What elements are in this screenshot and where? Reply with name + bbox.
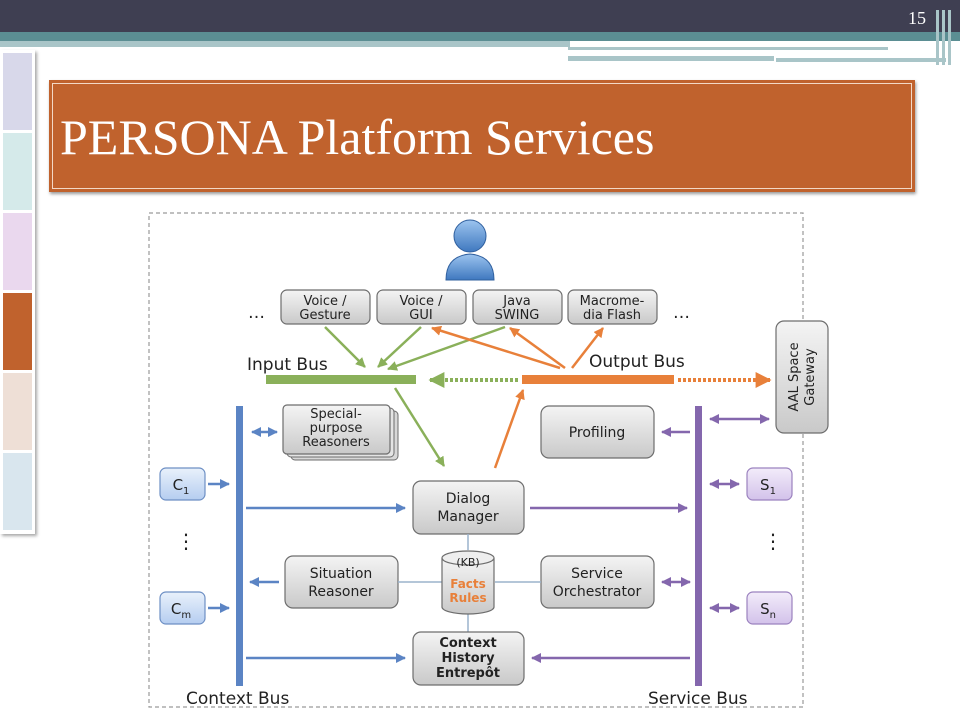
ellipsis-right: … [673,303,690,323]
context-history-entrepot: Context History Entrepôt [412,631,525,686]
reasoners-line2: purpose [310,421,363,436]
service-provider-sn: Sn [746,591,793,625]
accent-line [776,58,946,62]
ellipsis-left: … [248,303,265,323]
service-orchestrator-line2: Orchestrator [553,584,642,600]
title-frame [52,83,912,189]
service-bus [695,406,702,686]
input-bus [266,375,416,384]
vdots-service: ⋮ [763,529,783,553]
user-icon [445,219,495,281]
page-title: PERSONA Platform Services [60,109,655,165]
output-bus [522,375,674,384]
input-bus-label: Input Bus [247,355,328,375]
c1-base: C [173,476,183,494]
situation-reasoner: Situation Reasoner [284,555,399,609]
io-macromedia-flash-line2: dia Flash [583,308,641,323]
svg-text:Sn: Sn [760,600,776,621]
arrow-input-to-dialog [393,387,446,467]
arrow-dialog-to-output [493,389,525,469]
reasoners-line1: Special- [310,407,362,422]
service-orchestrator: Service Orchestrator [540,555,655,609]
service-bus-label: Service Bus [648,689,748,709]
aal-space-gateway: AAL Space Gateway [775,320,829,434]
context-bus-label: Context Bus [186,689,289,709]
io-voice-gesture-line2: Gesture [299,308,350,323]
kb-rules: Rules [449,591,486,605]
io-java-swing-line1: Java [502,294,530,309]
arrow-gui-to-input [377,326,422,368]
swatch [3,373,32,450]
output-bus-label: Output Bus [589,352,685,372]
gateway-line1: AAL Space [787,342,802,411]
io-macromedia-flash: Macrome- dia Flash [567,289,658,325]
situation-reasoner-line2: Reasoner [308,584,374,600]
sn-base: S [760,600,770,618]
svg-text:C1: C1 [173,476,190,497]
accent-vline [948,10,951,65]
c1-sub: 1 [183,486,189,497]
kb-facts: Facts [450,577,486,591]
situation-reasoner-line1: Situation [310,566,373,582]
arrow-output-to-flash [571,327,604,369]
swatch [3,293,32,370]
io-macromedia-flash-line1: Macrome- [580,294,645,309]
s1-base: S [760,476,770,494]
top-bar [0,0,960,32]
swatch [3,453,32,530]
slide-number: 15 [908,8,926,28]
accent-band-light [0,41,570,47]
service-provider-s1: S1 [746,467,793,501]
io-voice-gui-line1: Voice / [399,294,443,309]
accent-band [0,32,960,41]
swatch [3,133,32,210]
accent-vline [936,10,939,65]
io-java-swing-line2: SWING [495,308,540,323]
profiling: Profiling [540,405,655,459]
io-voice-gesture-line1: Voice / [303,294,347,309]
dialog-manager-line1: Dialog [446,491,491,507]
knowledge-base: (KB) Facts Rules [441,550,495,615]
context-source-cm: Cm [159,591,206,625]
io-java-swing: Java SWING [472,289,563,325]
svg-text:Cm: Cm [171,600,191,621]
accent-vline [942,10,945,65]
io-voice-gui: Voice / GUI [376,289,467,325]
dialog-manager: Dialog Manager [412,480,525,535]
swatch [3,213,32,290]
color-swatch-sidebar [0,50,35,534]
title-box: PERSONA Platform Services [49,80,915,192]
context-history-line3: Entrepôt [436,666,500,681]
reasoners-line3: Reasoners [302,435,370,450]
arrow-gesture-to-input [324,326,366,368]
arrow-swing-to-input [387,325,506,371]
service-orchestrator-line1: Service [571,566,623,582]
vdots-context: ⋮ [176,529,196,553]
special-purpose-reasoners: Special- purpose Reasoners [282,404,399,461]
sn-sub: n [770,610,776,621]
kb-label: (KB) [456,556,479,569]
profiling-label: Profiling [569,425,626,441]
gateway-line2: Gateway [803,348,818,406]
dialog-manager-line2: Manager [437,509,499,525]
context-bus [236,406,243,686]
context-source-c1: C1 [159,467,206,501]
svg-text:S1: S1 [760,476,776,497]
s1-sub: 1 [770,486,776,497]
cm-base: C [171,600,181,618]
cm-sub: m [181,610,191,621]
context-history-line2: History [441,651,495,666]
io-voice-gui-line2: GUI [409,308,432,323]
arrow-output-to-swing [509,326,566,370]
context-history-line1: Context [439,636,496,651]
swatch [3,53,32,130]
io-voice-gesture: Voice / Gesture [280,289,371,325]
accent-line [568,56,774,61]
arrow-output-to-gui [431,325,561,370]
accent-line [568,47,888,50]
